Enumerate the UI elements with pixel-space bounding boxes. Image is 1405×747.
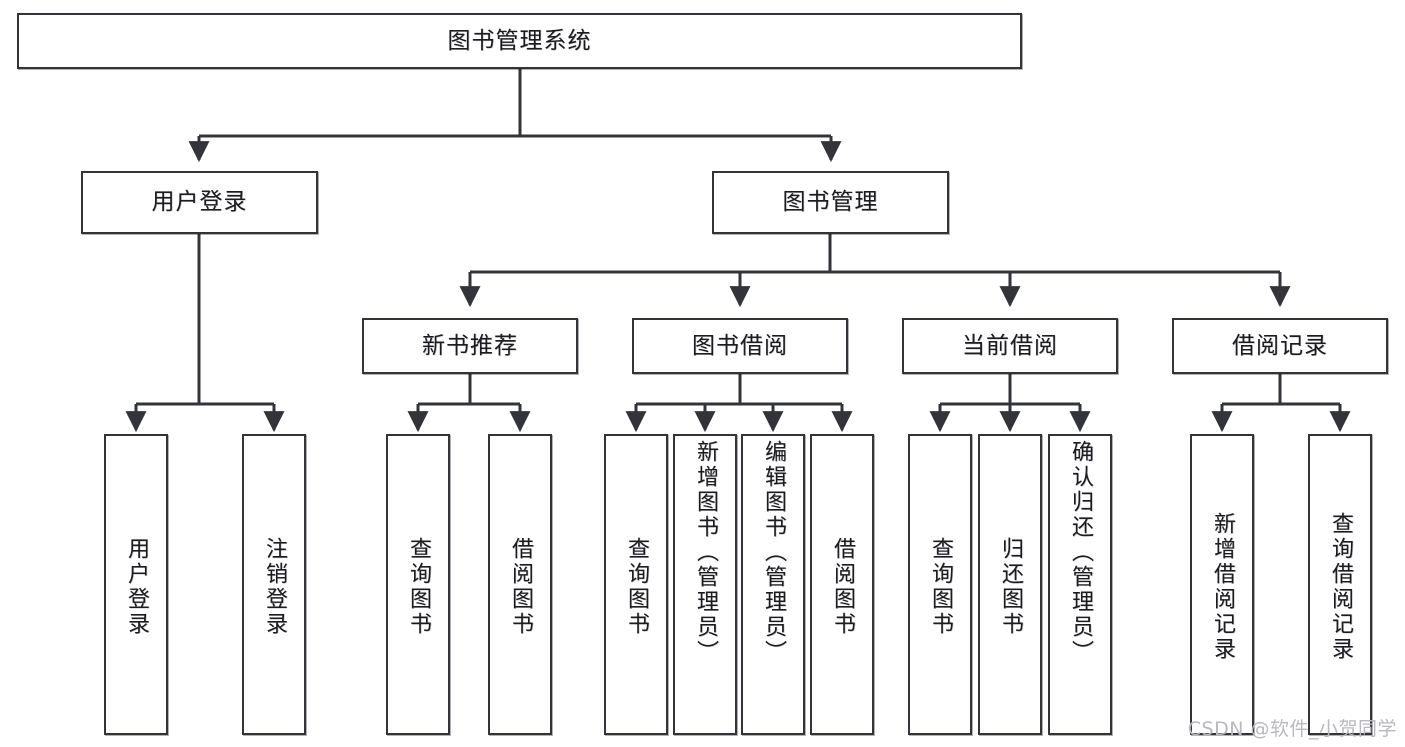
node-new-book-recommend[interactable]: 新书推荐 [362, 318, 578, 374]
leaf-borrow-add-book[interactable]: 新增图书（管理员） [673, 434, 737, 735]
leaf-new-book-borrow[interactable]: 借阅图书 [488, 434, 552, 735]
leaf-user-login-logout[interactable]: 注销登录 [242, 434, 306, 735]
node-current-borrow[interactable]: 当前借阅 [902, 318, 1118, 374]
leaf-borrow-borrow-book[interactable]: 借阅图书 [810, 434, 874, 735]
node-book-management-label: 图书管理 [782, 189, 879, 216]
leaf-borrow-add-book-label: 新增图书（管理员） [693, 440, 718, 665]
leaf-record-query[interactable]: 查询借阅记录 [1308, 434, 1372, 735]
leaf-borrow-edit-book[interactable]: 编辑图书（管理员） [741, 434, 805, 735]
node-borrow-record[interactable]: 借阅记录 [1172, 318, 1388, 374]
leaf-record-query-label: 查询借阅记录 [1328, 511, 1353, 662]
leaf-user-login-logout-label: 注销登录 [262, 536, 287, 637]
leaf-current-return-book[interactable]: 归还图书 [978, 434, 1042, 735]
leaf-record-add-label: 新增借阅记录 [1210, 511, 1235, 662]
leaf-borrow-borrow-book-label: 借阅图书 [830, 536, 855, 637]
node-book-borrow-label: 图书借阅 [692, 332, 788, 359]
leaf-borrow-query-book[interactable]: 查询图书 [604, 434, 668, 735]
csdn-watermark: CSDN @软件_小贺同学 [1187, 718, 1397, 740]
node-root[interactable]: 图书管理系统 [17, 13, 1022, 69]
leaf-user-login-login-label: 用户登录 [124, 536, 149, 637]
node-book-borrow[interactable]: 图书借阅 [632, 318, 848, 374]
leaf-borrow-query-book-label: 查询图书 [624, 536, 649, 637]
leaf-user-login-login[interactable]: 用户登录 [104, 434, 168, 735]
leaf-current-return-book-label: 归还图书 [998, 536, 1023, 637]
leaf-current-query-book[interactable]: 查询图书 [908, 434, 972, 735]
leaf-record-add[interactable]: 新增借阅记录 [1190, 434, 1254, 735]
leaf-borrow-edit-book-label: 编辑图书（管理员） [761, 440, 786, 665]
leaf-current-confirm-return[interactable]: 确认归还（管理员） [1048, 434, 1112, 735]
node-user-login[interactable]: 用户登录 [81, 171, 318, 234]
leaf-current-query-book-label: 查询图书 [928, 536, 953, 637]
leaf-new-book-borrow-label: 借阅图书 [508, 536, 533, 637]
leaf-current-confirm-return-label: 确认归还（管理员） [1068, 440, 1093, 665]
leaf-new-book-query-label: 查询图书 [406, 536, 431, 637]
node-current-borrow-label: 当前借阅 [962, 332, 1058, 359]
node-root-label: 图书管理系统 [447, 27, 592, 54]
node-user-login-label: 用户登录 [151, 189, 248, 216]
node-book-management[interactable]: 图书管理 [712, 171, 949, 234]
node-borrow-record-label: 借阅记录 [1232, 332, 1328, 359]
leaf-new-book-query[interactable]: 查询图书 [386, 434, 450, 735]
node-new-book-recommend-label: 新书推荐 [422, 332, 518, 359]
